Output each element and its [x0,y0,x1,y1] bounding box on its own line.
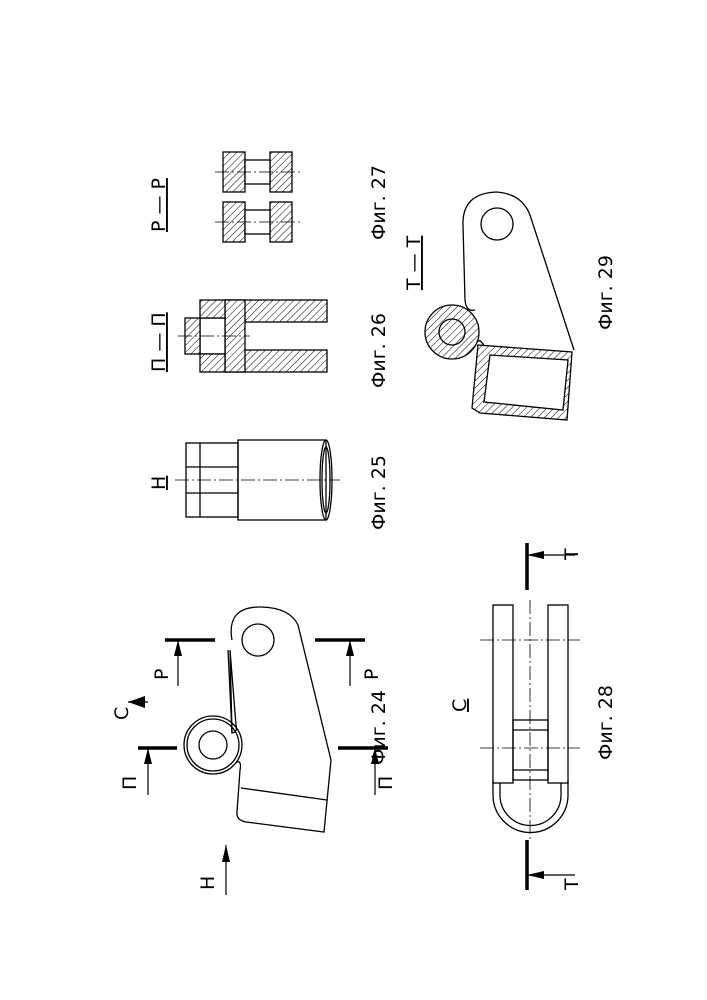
caption-fig24: Фиг. 24 [368,690,390,765]
fig-29: Т — Т Фиг. 29 [403,192,617,420]
eye-hole [242,624,274,656]
fig-24: Р Р П П С Н Фиг. 24 [111,607,397,895]
mark-p-right: П [375,776,397,790]
title-fig29: Т — Т [403,235,425,291]
fig-27: Р — Р Фиг. 27 [148,152,390,242]
caption-fig25: Фиг. 25 [368,455,390,530]
mark-t-bottom: Т [561,878,583,891]
mark-h: Н [197,876,219,890]
mark-r-right: Р [361,669,383,680]
fig-25: Н Фиг. 25 [148,440,390,530]
caption-fig28: Фиг. 28 [595,685,617,760]
caption-fig29: Фиг. 29 [595,255,617,330]
mark-t-top: Т [561,548,583,561]
mark-c: С [111,707,133,720]
mark-p-left: П [119,776,141,790]
caption-fig26: Фиг. 26 [368,313,390,388]
mark-r-left: Р [151,669,173,680]
title-fig25: Н [148,476,170,490]
hub-outer [184,716,242,774]
title-fig27: Р — Р [148,178,170,232]
caption-fig27: Фиг. 27 [368,165,390,240]
hub-hole [199,731,227,759]
fig-26: П — П Фиг. 26 [148,300,390,388]
fig-28: С Т Т Фиг. 28 [449,543,617,891]
title-fig28: С [449,699,471,712]
title-fig26: П — П [148,312,170,372]
